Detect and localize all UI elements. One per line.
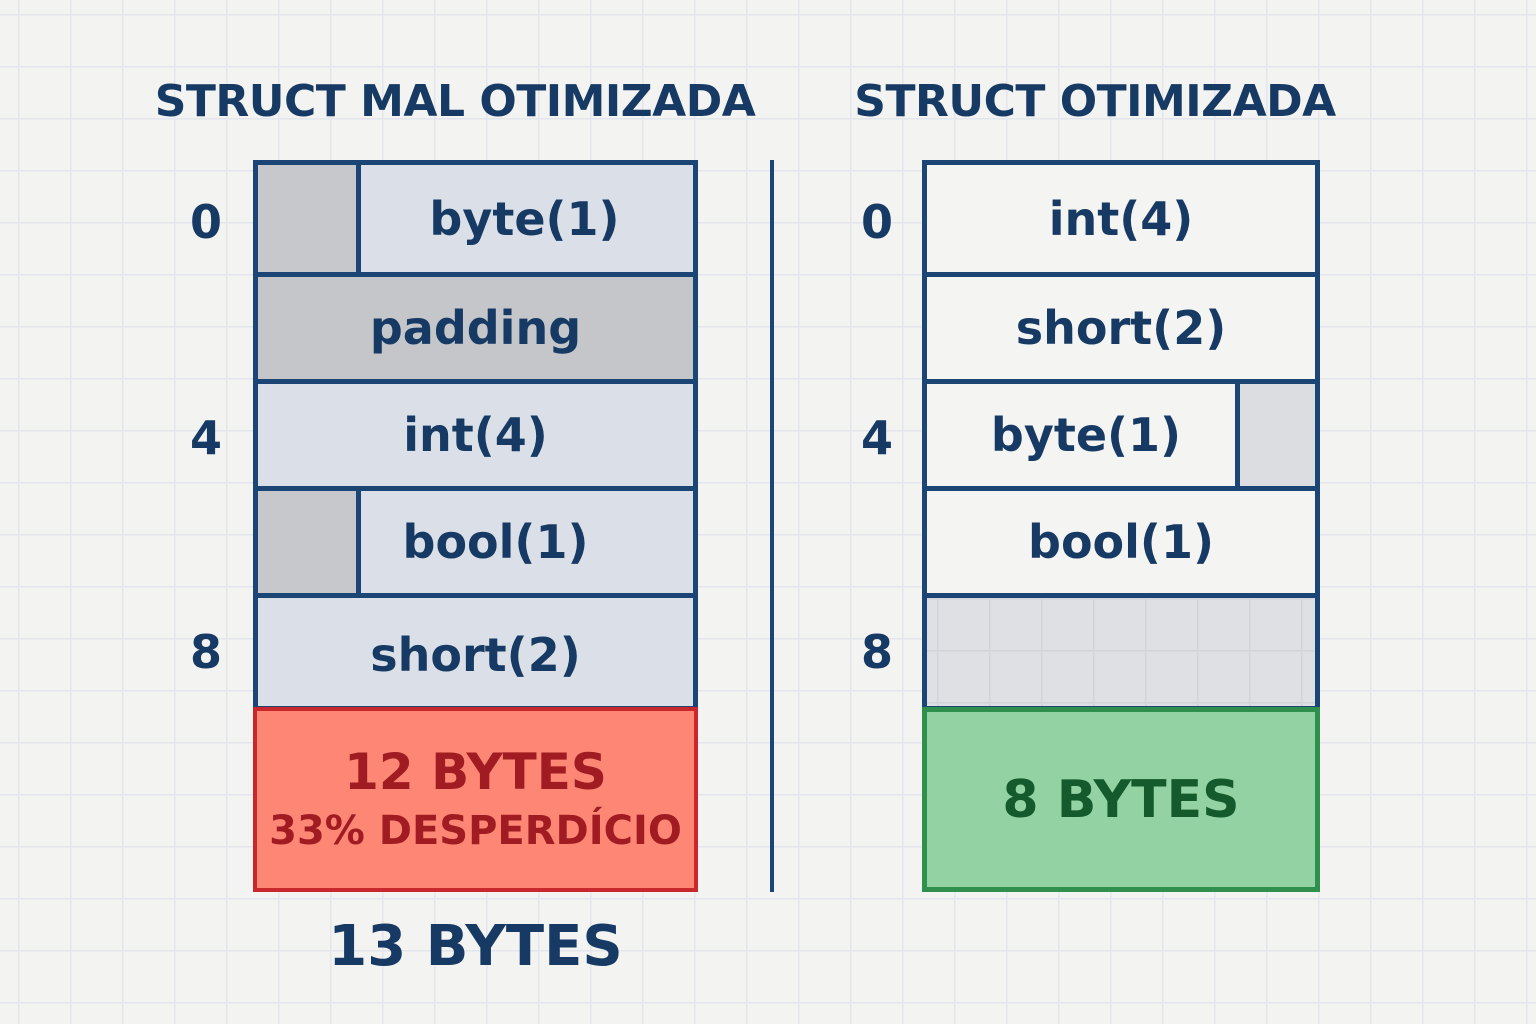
left-row-byte-padding	[258, 165, 361, 272]
left-row-padding: padding	[258, 272, 693, 379]
left-total-waste: 33% DESPERDÍCIO	[269, 807, 682, 854]
right-title: STRUCT OTIMIZADA	[854, 76, 1336, 127]
right-row-int-label: int(4)	[1048, 191, 1194, 246]
right-row-byte: byte(1)	[927, 379, 1315, 486]
left-row-byte: byte(1)	[258, 165, 693, 272]
left-row-short-label: short(2)	[370, 627, 581, 682]
left-row-short: short(2)	[258, 593, 693, 706]
right-row-bool: bool(1)	[927, 486, 1315, 593]
right-total-box: 8 BYTES	[922, 707, 1320, 892]
right-row-byte-label: byte(1)	[990, 408, 1182, 462]
left-struct-box: byte(1) padding int(4) bool(1) short(2)	[253, 160, 698, 711]
left-row-int-label: int(4)	[403, 408, 548, 462]
left-row-bool-padding	[258, 491, 361, 593]
left-title: STRUCT MAL OTIMIZADA	[154, 76, 756, 127]
right-offset-4: 4	[860, 411, 893, 465]
right-total-size: 8 BYTES	[1002, 769, 1240, 830]
right-row-empty	[927, 593, 1315, 706]
left-offset-4: 4	[189, 411, 222, 465]
left-total-size: 12 BYTES	[344, 742, 607, 801]
center-divider	[770, 160, 774, 892]
left-row-byte-label: byte(1)	[429, 191, 620, 246]
left-offset-0: 0	[189, 195, 222, 249]
left-row-bool: bool(1)	[258, 486, 693, 593]
right-row-bool-label: bool(1)	[1028, 515, 1214, 569]
right-offset-0: 0	[860, 195, 893, 249]
left-footer-total: 13 BYTES	[328, 914, 623, 979]
left-row-bool-label: bool(1)	[402, 515, 589, 569]
left-offset-8: 8	[189, 625, 222, 679]
right-struct-box: int(4) short(2) byte(1) bool(1)	[922, 160, 1320, 711]
left-total-box: 12 BYTES 33% DESPERDÍCIO	[253, 707, 698, 892]
right-row-int: int(4)	[927, 165, 1315, 272]
left-row-int: int(4)	[258, 379, 693, 486]
right-row-short: short(2)	[927, 272, 1315, 379]
right-row-short-label: short(2)	[1015, 301, 1227, 355]
left-row-padding-label: padding	[369, 301, 582, 355]
right-offset-8: 8	[860, 625, 893, 679]
right-row-byte-padding	[1235, 384, 1315, 486]
